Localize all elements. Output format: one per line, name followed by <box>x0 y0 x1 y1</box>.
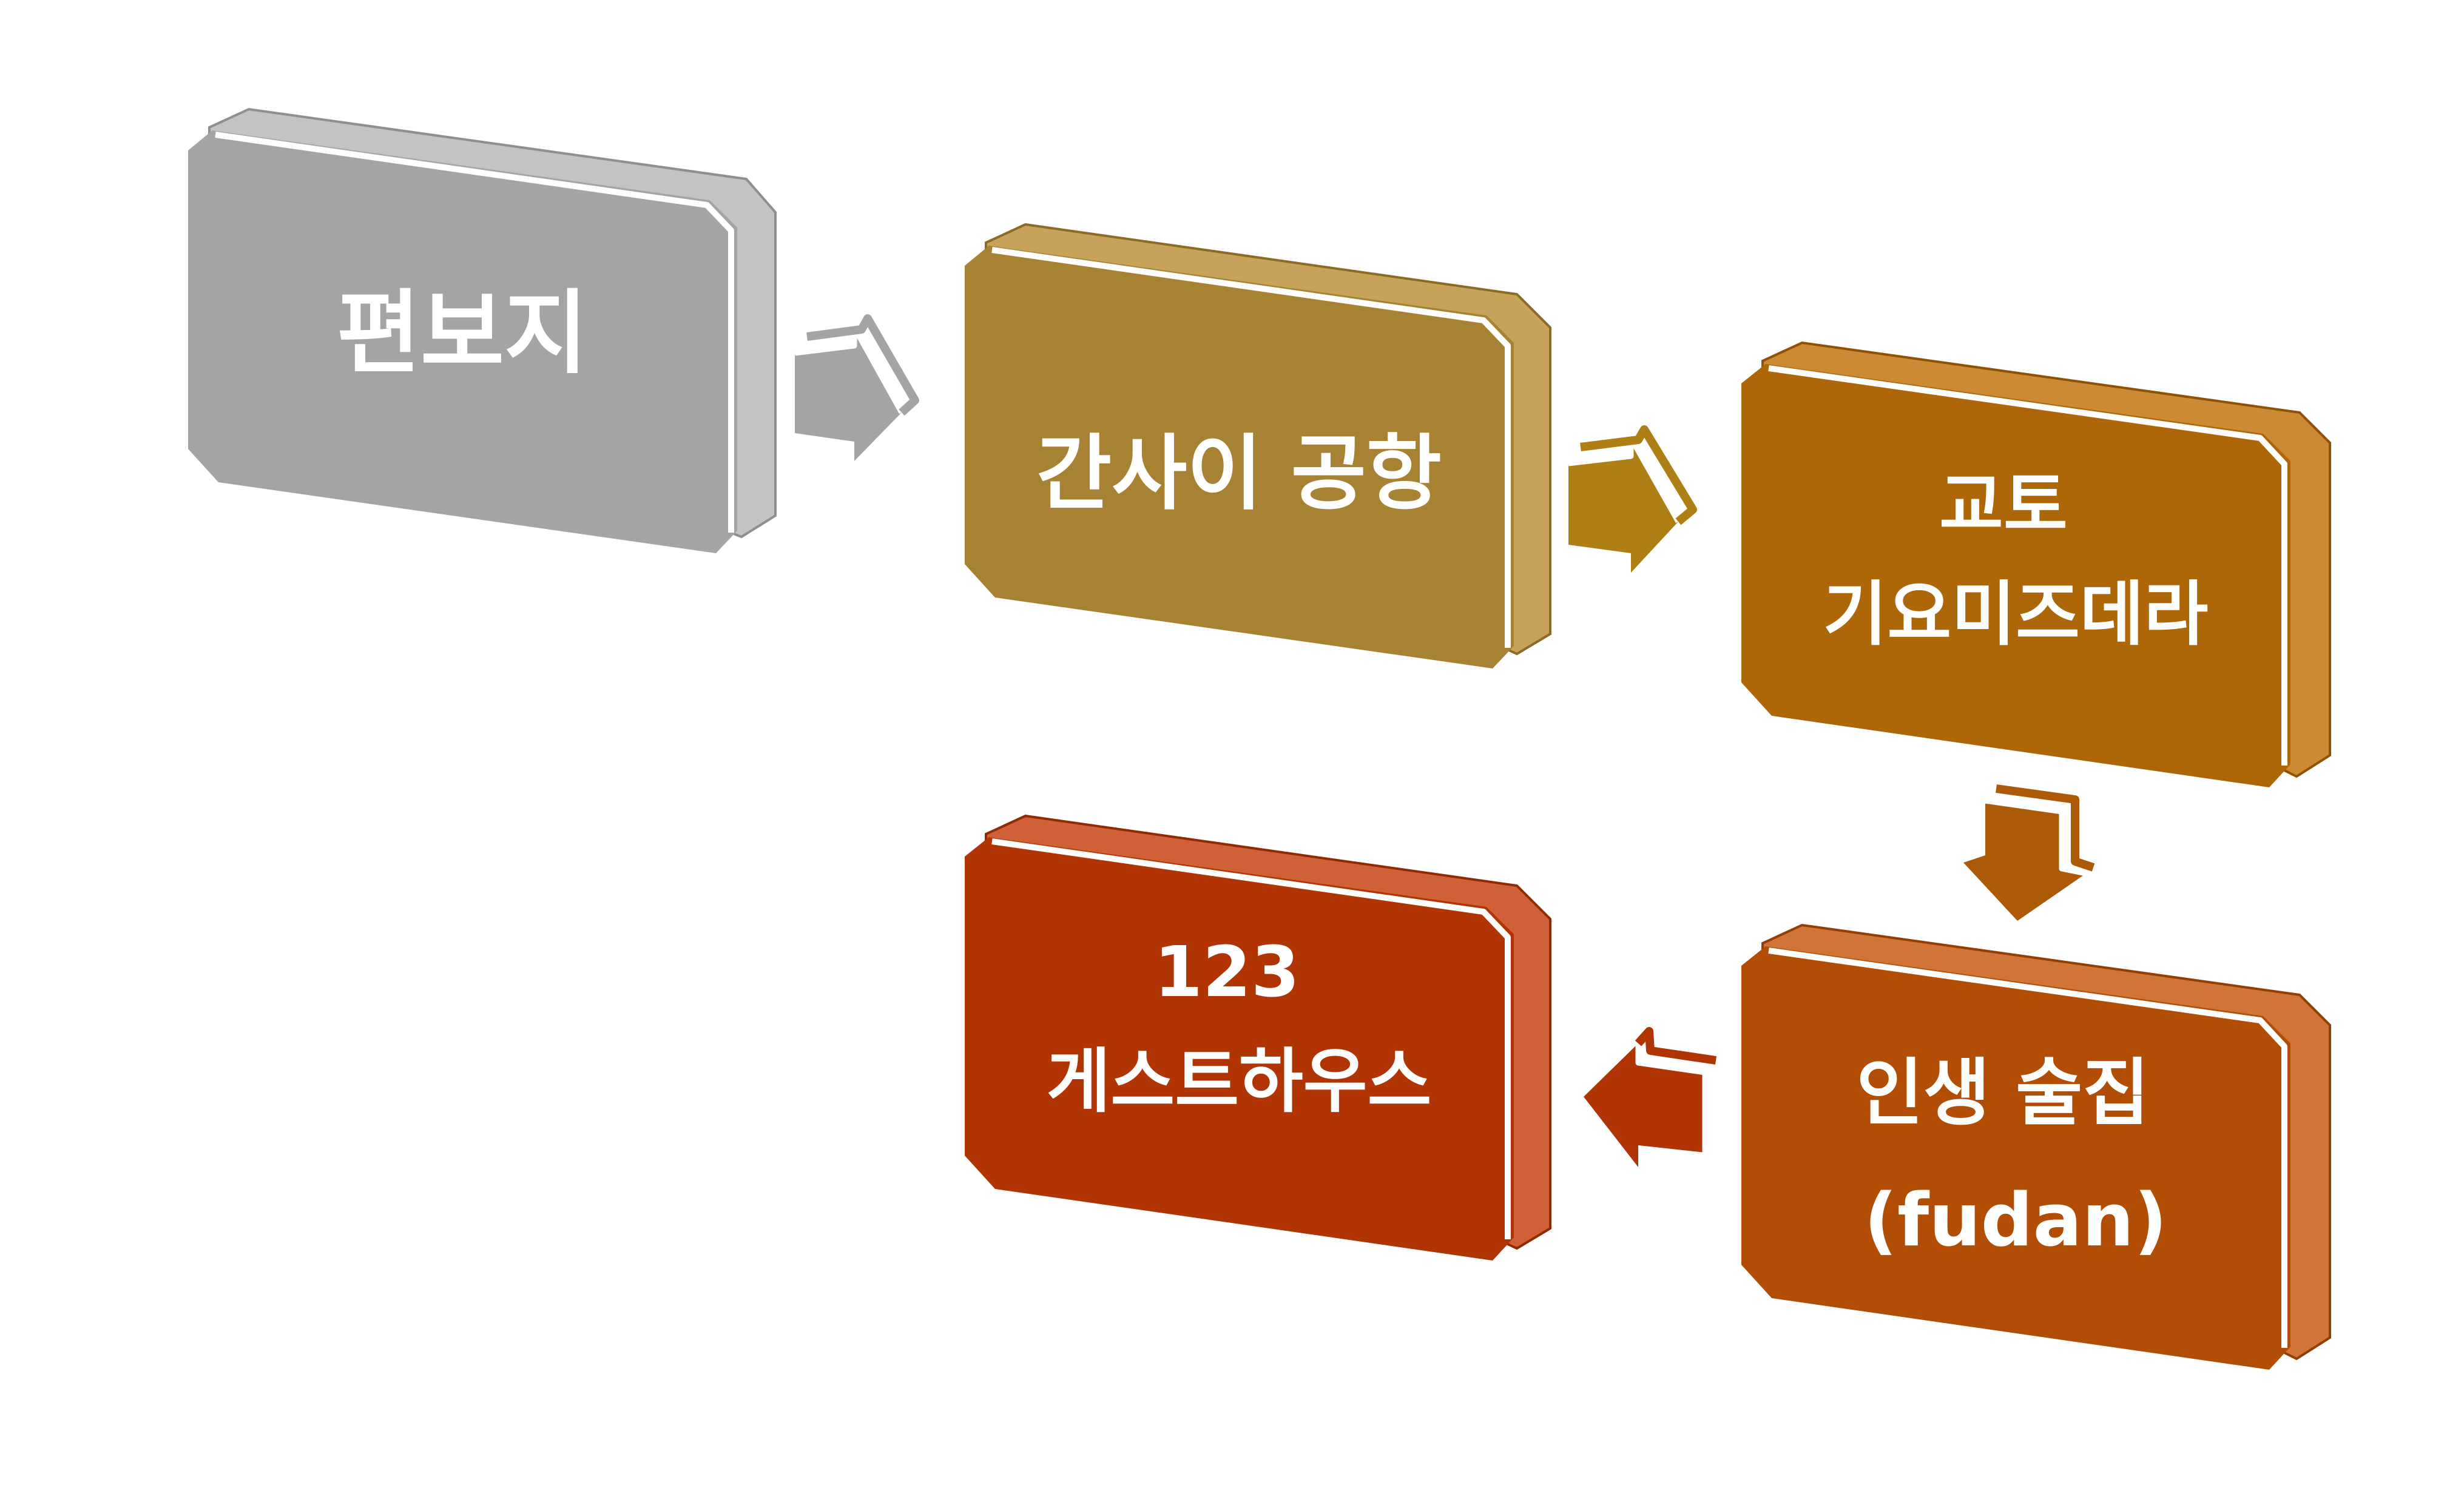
node-label: 편보지 <box>337 281 588 386</box>
node-label-line: (fudan) <box>1864 1179 2167 1263</box>
arrow-body <box>795 328 902 461</box>
node-label-line: 기요미즈데라 <box>1823 574 2209 655</box>
node-highlight <box>991 838 1511 1239</box>
node-face <box>965 246 1514 668</box>
node-highlight <box>991 247 1511 648</box>
arrow-n4-to-n5 <box>1584 1027 1717 1167</box>
node-label-line: 간사이 공항 <box>1036 426 1442 521</box>
node-face <box>1741 946 2290 1370</box>
node-n5: 123 게스트하우스 <box>965 814 1551 1261</box>
node-n1: 편보지 <box>188 107 777 553</box>
arrow-body <box>1568 438 1678 573</box>
node-highlight <box>215 132 734 533</box>
arrow-side <box>806 314 919 416</box>
node-label-line: 게스트하우스 <box>1047 1041 1432 1122</box>
arrow-body <box>1963 801 2086 921</box>
arrow-n1-to-n2 <box>794 314 919 461</box>
node-highlight <box>1768 365 2287 766</box>
arrow-n2-to-n3 <box>1568 425 1697 573</box>
node-label: 123 게스트하우스 <box>1047 932 1432 1122</box>
arrow-highlight <box>1568 435 1681 524</box>
node-face <box>1741 364 2290 787</box>
node-face <box>965 837 1514 1261</box>
node-highlight <box>1768 948 2287 1348</box>
arrow-n3-to-n4 <box>1963 784 2095 921</box>
node-label-line: 편보지 <box>337 281 588 386</box>
node-label: 인생 술집 (fudan) <box>1856 1051 2175 1263</box>
node-n3: 교토 기요미즈데라 <box>1741 341 2331 787</box>
arrow-highlight <box>1985 798 2087 877</box>
node-label-line: 교토 <box>1939 465 2068 546</box>
arrow-side <box>1580 425 1697 525</box>
arrow-body <box>1584 1043 1705 1167</box>
node-n2: 간사이 공항 <box>965 223 1551 668</box>
node-n4: 인생 술집 (fudan) <box>1741 923 2331 1370</box>
node-face <box>188 130 737 553</box>
node-label: 간사이 공항 <box>1036 426 1442 521</box>
arrow-side <box>1996 784 2095 872</box>
node-label: 교토 기요미즈데라 <box>1823 465 2209 655</box>
arrow-highlight <box>794 325 904 414</box>
node-label-line: 123 <box>1154 932 1300 1013</box>
node-label-line: 인생 술집 <box>1856 1051 2149 1136</box>
arrow-highlight <box>1635 1043 1706 1076</box>
arrow-side <box>1635 1027 1717 1065</box>
